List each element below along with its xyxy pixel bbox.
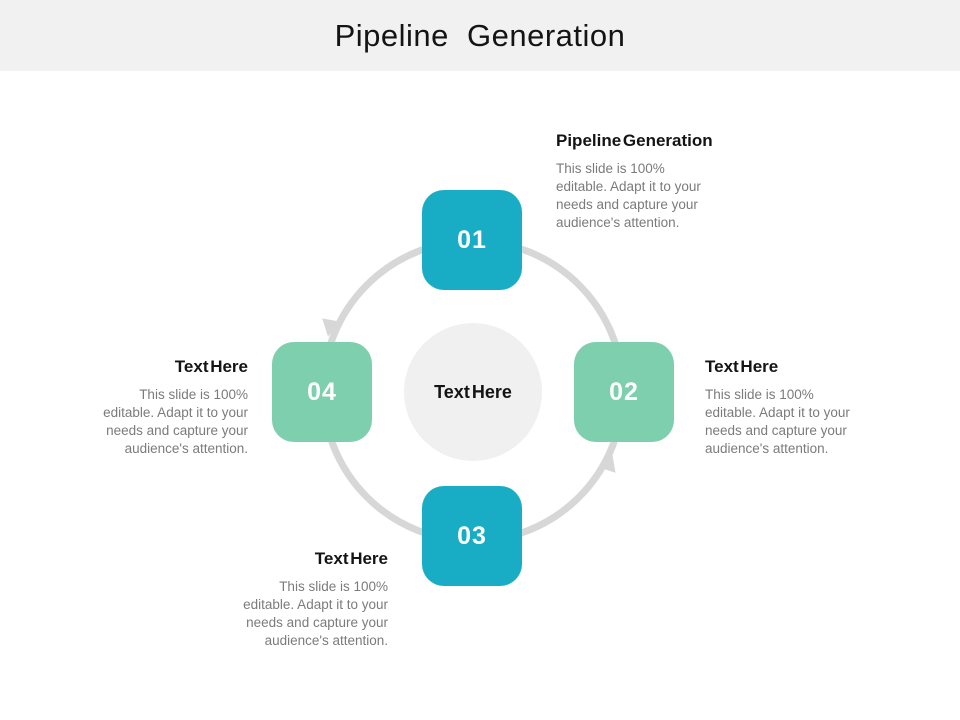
step-number: 01 [457,225,487,254]
step-box-01: 01 [422,190,522,290]
callout-body: This slide is 100% editable. Adapt it to… [705,387,850,456]
step-box-04: 04 [272,342,372,442]
callout-heading: Text Here [314,549,388,568]
callout-heading: Text Here [174,357,248,376]
title-band: Pipeline Generation [0,0,960,71]
callout-heading: Pipeline Generation [556,131,713,150]
callout-body: This slide is 100% editable. Adapt it to… [103,387,248,456]
center-circle: Text Here [404,323,542,461]
arrow-icon [598,453,616,473]
callout-body: This slide is 100% editable. Adapt it to… [243,579,388,648]
callout-heading: Text Here [705,357,779,376]
step-box-03: 03 [422,486,522,586]
step-number: 02 [609,377,639,406]
step-number: 04 [307,377,337,406]
callout-left: Text Here This slide is 100% editable. A… [48,357,248,458]
step-box-02: 02 [574,342,674,442]
callout-bottom: Text Here This slide is 100% editable. A… [188,549,388,650]
center-label: Text Here [434,381,512,402]
step-number: 03 [457,521,487,550]
callout-top-right: Pipeline Generation This slide is 100% e… [556,131,756,232]
arrow-icon [322,318,340,337]
page-title: Pipeline Generation [334,17,626,53]
callout-right: Text Here This slide is 100% editable. A… [705,357,905,458]
callout-body: This slide is 100% editable. Adapt it to… [556,161,701,230]
